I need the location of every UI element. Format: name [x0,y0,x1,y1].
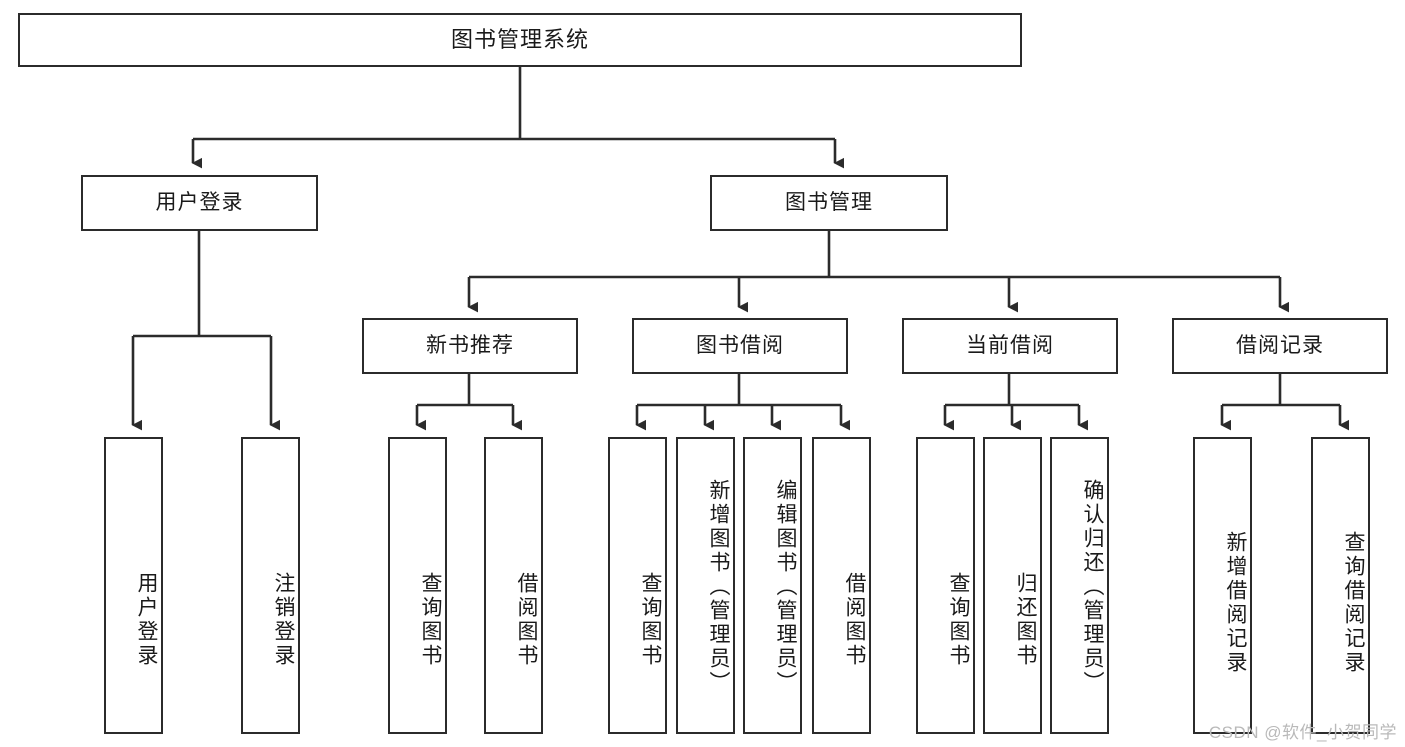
leaf-borrow-record-query-record[interactable]: 查询借阅记录 [1311,437,1370,734]
leaf-label: 查询图书 [639,571,662,668]
leaf-new-book-borrow-book[interactable]: 借阅图书 [484,437,543,734]
leaf-book-borrow-query-book[interactable]: 查询图书 [608,437,667,734]
leaf-new-book-query-book[interactable]: 查询图书 [388,437,447,734]
leaf-label: 确认归还（管理员） [1081,478,1104,695]
node-current-borrow[interactable]: 当前借阅 [902,318,1118,374]
leaf-label: 编辑图书（管理员） [774,478,797,695]
leaf-label: 归还图书 [1014,571,1037,668]
leaf-book-borrow-add-book-admin[interactable]: 新增图书（管理员） [676,437,735,734]
watermark-csdn: CSDN @软件_小贺同学 [1208,723,1397,742]
node-new-book-recommend-label: 新书推荐 [426,334,514,358]
leaf-label: 借阅图书 [843,571,866,668]
node-root-label: 图书管理系统 [450,26,589,52]
node-user-login-label: 用户登录 [155,191,244,215]
node-current-borrow-label: 当前借阅 [966,334,1054,358]
node-book-management[interactable]: 图书管理 [710,175,948,231]
node-borrow-record-label: 借阅记录 [1236,334,1324,358]
leaf-label: 用户登录 [135,571,158,668]
node-user-login[interactable]: 用户登录 [81,175,318,231]
leaf-book-borrow-borrow-book[interactable]: 借阅图书 [812,437,871,734]
leaf-current-borrow-confirm-return-admin[interactable]: 确认归还（管理员） [1050,437,1109,734]
leaf-label: 查询图书 [419,571,442,668]
leaf-user-login-logout[interactable]: 注销登录 [241,437,300,734]
node-borrow-record[interactable]: 借阅记录 [1172,318,1388,374]
leaf-label: 新增借阅记录 [1224,530,1247,675]
leaf-label: 新增图书（管理员） [707,478,730,695]
leaf-book-borrow-edit-book-admin[interactable]: 编辑图书（管理员） [743,437,802,734]
node-book-management-label: 图书管理 [785,191,873,215]
node-root-system[interactable]: 图书管理系统 [18,13,1022,67]
leaf-user-login-login[interactable]: 用户登录 [104,437,163,734]
leaf-label: 查询图书 [947,571,970,668]
leaf-label: 查询借阅记录 [1342,530,1365,675]
leaf-current-borrow-query-book[interactable]: 查询图书 [916,437,975,734]
node-book-borrow[interactable]: 图书借阅 [632,318,848,374]
leaf-current-borrow-return-book[interactable]: 归还图书 [983,437,1042,734]
node-book-borrow-label: 图书借阅 [696,334,784,358]
leaf-borrow-record-add-record[interactable]: 新增借阅记录 [1193,437,1252,734]
node-new-book-recommend[interactable]: 新书推荐 [362,318,578,374]
leaf-label: 注销登录 [272,571,295,668]
leaf-label: 借阅图书 [515,571,538,668]
